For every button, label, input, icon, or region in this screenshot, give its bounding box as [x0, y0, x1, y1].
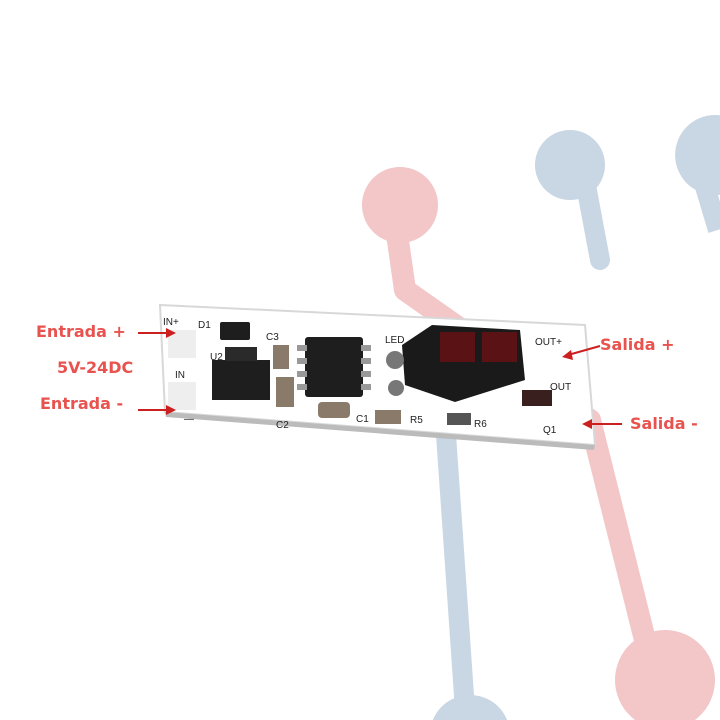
pcb-board: IN+ D1 C3 U2 IN C2 — LED OUT+ OUT C1 R5 … [158, 303, 597, 450]
transistor-q1 [522, 390, 552, 406]
silk-u2: U2 [210, 352, 223, 363]
arrow-output-minus [582, 419, 622, 429]
label-input-minus: Entrada - [40, 394, 124, 413]
ic-chip [305, 337, 363, 397]
silk-q1: Q1 [543, 425, 557, 436]
silk-r5: R5 [410, 415, 423, 426]
trace-pad [362, 167, 438, 243]
label-input-plus: Entrada + [36, 322, 126, 341]
trace-pad [432, 694, 508, 720]
arrow-input-plus [138, 328, 176, 338]
silk-led: LED [385, 335, 404, 346]
silk-in-plus: IN+ [163, 317, 179, 328]
label-voltage: 5V-24DC [57, 358, 134, 377]
ir-sensor [386, 325, 525, 402]
silk-c1: C1 [356, 414, 369, 425]
label-output-minus: Salida - [630, 414, 698, 433]
silk-out: OUT [550, 382, 571, 393]
silk-c2: C2 [276, 420, 289, 431]
silk-d1: D1 [198, 320, 211, 331]
arrow-input-minus [138, 405, 176, 415]
label-output-plus: Salida + [600, 335, 675, 354]
silk-in: IN [175, 370, 185, 381]
arrow-output-plus [562, 345, 601, 360]
diode-d1 [220, 322, 250, 340]
silk-out-plus: OUT+ [535, 337, 562, 348]
trace-pad [614, 630, 715, 720]
regulator-u2 [212, 360, 270, 400]
silk-minus: — [184, 414, 194, 425]
silk-c3: C3 [266, 332, 279, 343]
silk-r6: R6 [474, 419, 487, 430]
